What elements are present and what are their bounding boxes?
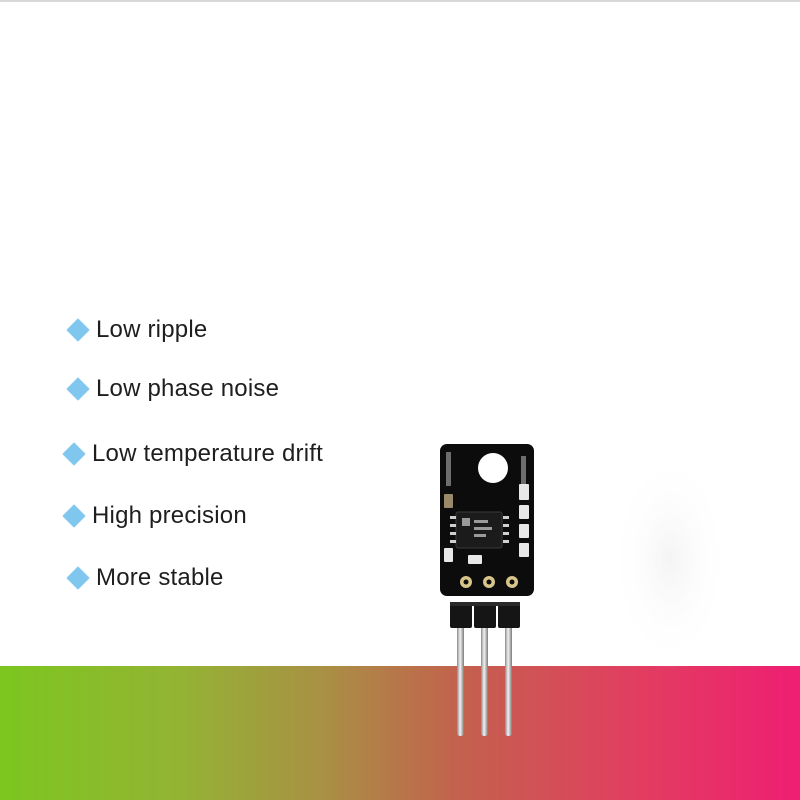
feature-label: Low phase noise — [96, 375, 280, 402]
feature-item: High precision — [60, 499, 247, 533]
feature-item: Low ripple — [64, 313, 207, 347]
feature-item: Low temperature drift — [60, 437, 323, 471]
feature-label: Low temperature drift — [92, 440, 323, 467]
feature-label: More stable — [96, 564, 224, 591]
background-glow — [610, 450, 730, 670]
pin-header — [450, 602, 520, 628]
gradient-band — [0, 666, 800, 800]
feature-item: More stable — [64, 561, 224, 595]
diamond-bullet-icon — [66, 377, 90, 401]
feature-item: Low phase noise — [64, 372, 279, 406]
feature-label: Low ripple — [96, 316, 208, 343]
diamond-bullet-icon — [66, 566, 90, 590]
top-divider — [0, 0, 800, 2]
diamond-bullet-icon — [62, 504, 86, 528]
feature-label: High precision — [92, 502, 247, 529]
feature-list: Low ripple Low phase noise Low temperatu… — [0, 0, 420, 660]
diamond-bullet-icon — [66, 318, 90, 342]
diamond-bullet-icon — [62, 442, 86, 466]
pcb-board — [440, 444, 534, 596]
